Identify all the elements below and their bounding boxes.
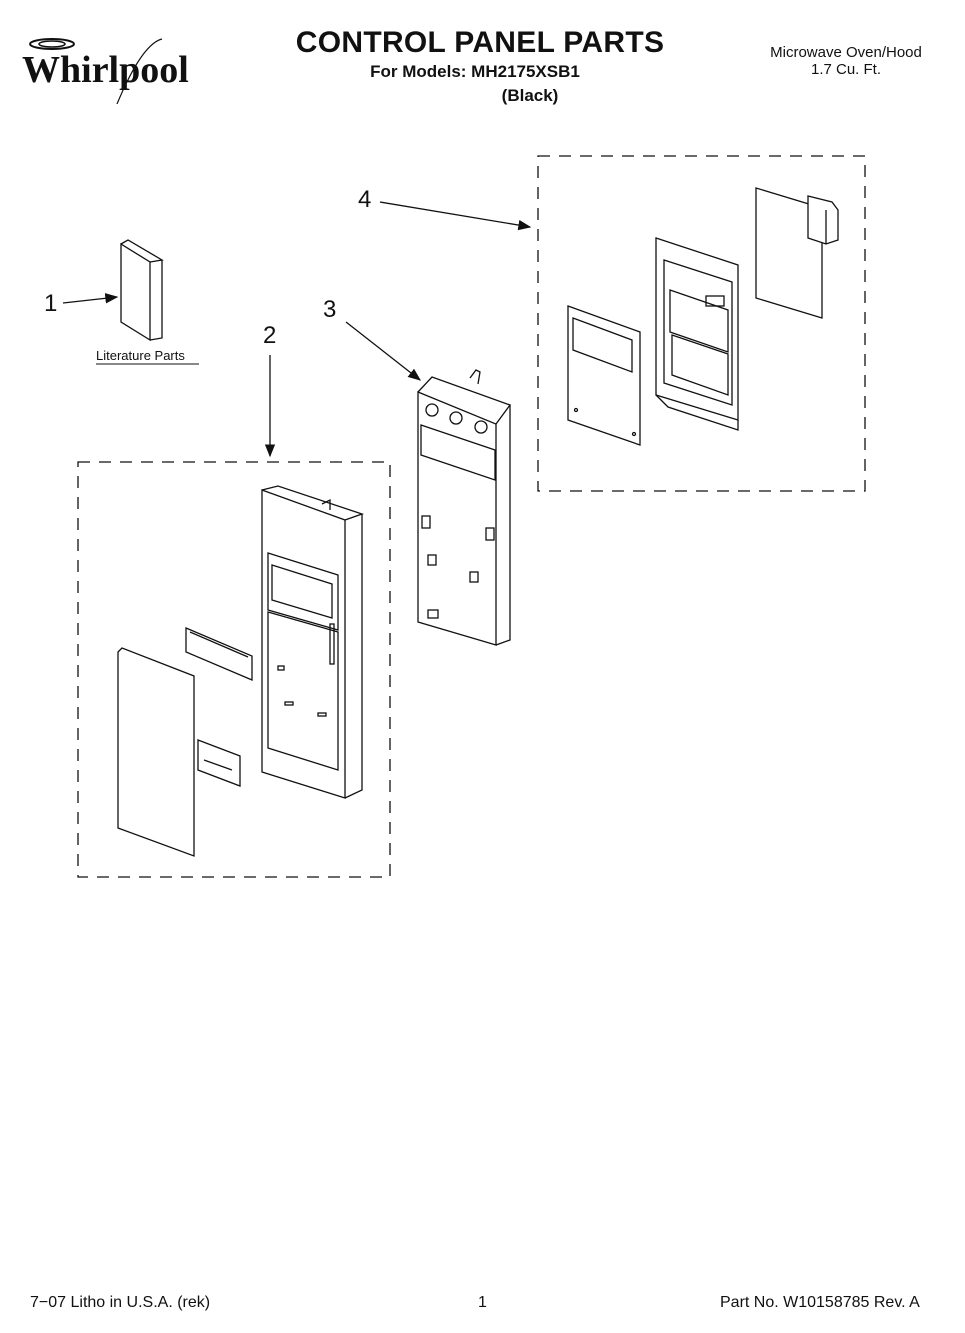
whirlpool-logo: Whirlpool xyxy=(22,38,189,104)
keypad-tail xyxy=(197,739,241,787)
callout-2-number: 2 xyxy=(263,322,276,349)
group-2-dashed-box xyxy=(77,461,391,878)
logo-flourish xyxy=(116,38,163,104)
callout-1-number: 1 xyxy=(44,290,57,317)
display-window xyxy=(185,627,253,681)
logo-wordmark: Whirlpool xyxy=(22,49,189,91)
control-module-board xyxy=(755,187,839,319)
callout-3-number: 3 xyxy=(323,296,336,323)
literature-booklet xyxy=(120,239,164,342)
part-number: Part No. W10158785 Rev. A xyxy=(720,1294,920,1311)
product-description: Microwave Oven/Hood 1.7 Cu. Ft. xyxy=(748,44,944,78)
page-number: 1 xyxy=(478,1294,487,1311)
page-title: CONTROL PANEL PARTS xyxy=(295,26,665,59)
litho-note: 7−07 Litho in U.S.A. (rek) xyxy=(30,1294,211,1311)
callout-1-arrow xyxy=(62,293,119,304)
color-variant: (Black) xyxy=(501,86,559,105)
callout-4-number: 4 xyxy=(358,186,371,213)
control-board-bracket xyxy=(655,237,739,431)
control-panel-frame xyxy=(417,369,512,646)
product-type: Microwave Oven/Hood xyxy=(770,44,922,61)
callout-4-arrow xyxy=(379,201,532,231)
models-line: For Models: MH2175XSB1 xyxy=(370,62,580,81)
logo-swirl-inner xyxy=(38,40,66,48)
group-4-dashed-box xyxy=(537,155,866,492)
logo-swirl-outer xyxy=(29,38,75,50)
keypad-membrane xyxy=(117,647,195,857)
literature-parts-label: Literature Parts xyxy=(96,348,185,363)
callout-3-arrow xyxy=(345,321,422,381)
control-panel-front xyxy=(261,485,365,799)
circuit-board-cover xyxy=(567,305,641,446)
product-capacity: 1.7 Cu. Ft. xyxy=(810,61,882,78)
